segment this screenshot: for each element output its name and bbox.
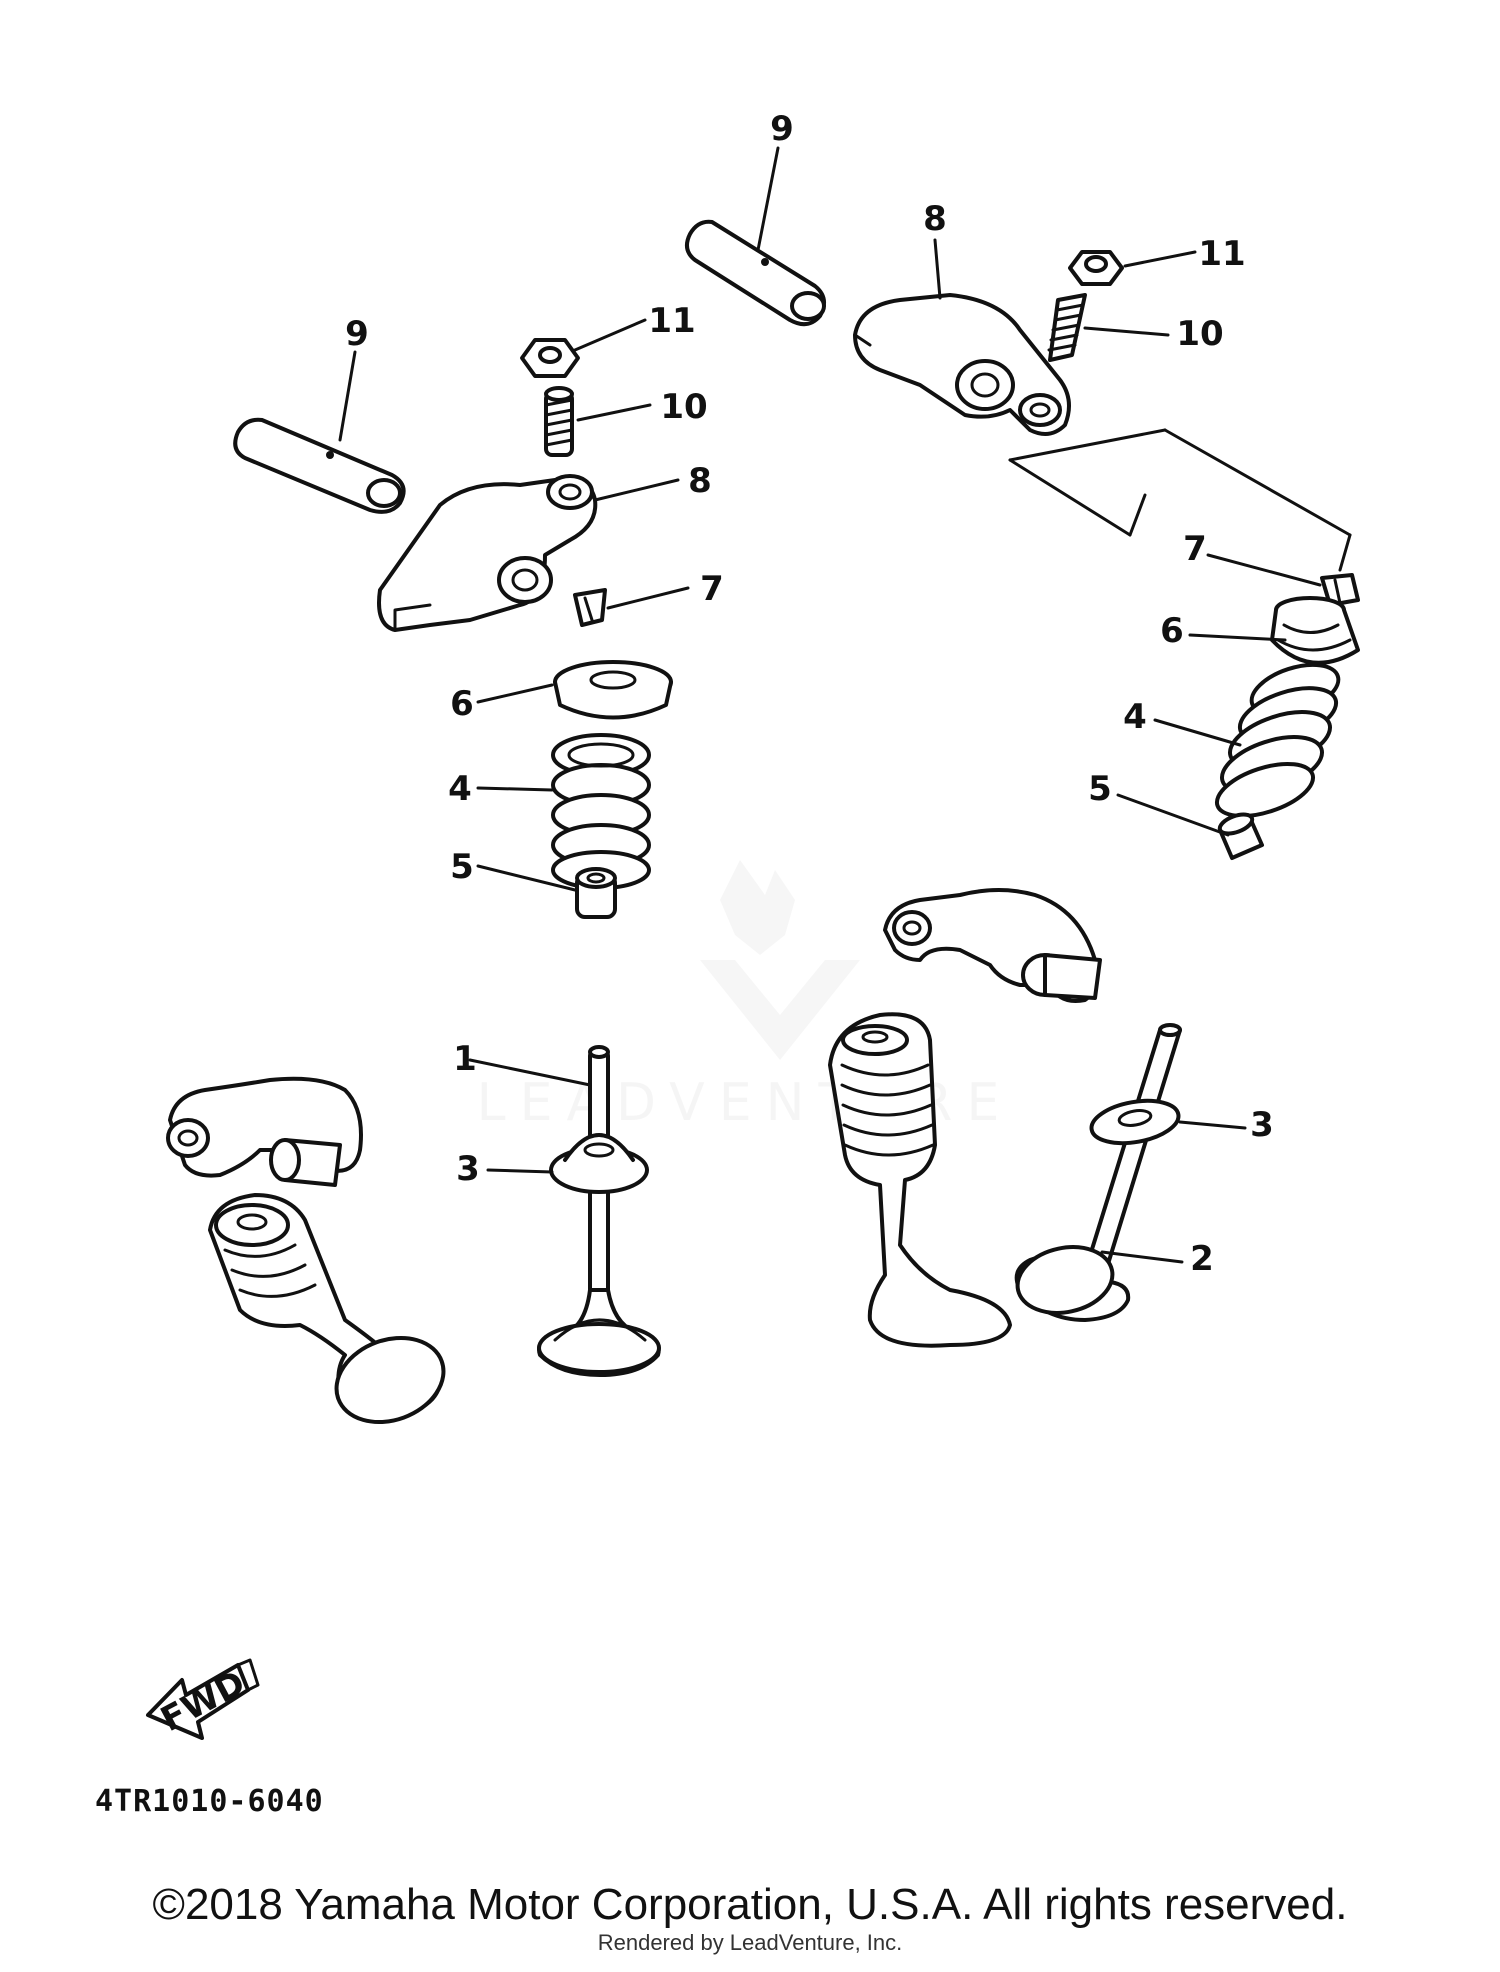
fwd-arrow: FWD <box>146 1658 260 1740</box>
copyright-notice: ©2018 Yamaha Motor Corporation, U.S.A. A… <box>152 1880 1348 1929</box>
callout-6-right: 6 <box>1160 611 1184 651</box>
assembled-rocker-left <box>166 1076 363 1187</box>
valve-stem-seal-left <box>575 867 617 919</box>
callout-2: 2 <box>1190 1239 1214 1279</box>
rendered-by-notice: Rendered by LeadVenture, Inc. <box>597 1930 903 1955</box>
fwd-label: FWD <box>154 1663 251 1740</box>
callout-10-right: 10 <box>1176 314 1223 354</box>
callout-4-right: 4 <box>1123 697 1147 737</box>
callout-8-left: 8 <box>688 461 712 501</box>
callout-10-left: 10 <box>660 387 707 427</box>
rocker-shaft-right <box>684 219 826 327</box>
callout-7-right: 7 <box>1183 529 1207 569</box>
assembled-valve-left <box>208 1193 446 1425</box>
callout-7-left: 7 <box>700 569 724 609</box>
adjusting-screw-left <box>544 386 574 457</box>
adjusting-screw-right <box>1047 293 1087 362</box>
locknut-right <box>1068 250 1124 286</box>
callout-6-left: 6 <box>450 684 474 724</box>
callout-9-left: 9 <box>345 314 369 354</box>
valve-guide-center <box>549 1133 649 1194</box>
valve-stem-seal-right <box>1217 812 1264 860</box>
valve-spring-retainer-right <box>1270 596 1360 665</box>
diagram-part-number: 4TR1010-6040 <box>95 1784 324 1819</box>
rocker-arm-right <box>853 293 1071 436</box>
assembly-bracket-lines <box>1008 428 1352 572</box>
callout-3-right: 3 <box>1250 1105 1274 1145</box>
callout-5-left: 5 <box>450 847 474 887</box>
leader-lines <box>338 146 1322 1264</box>
valve-spring-retainer-left <box>553 660 673 720</box>
callout-4-left: 4 <box>448 769 472 809</box>
locknut-left <box>520 338 580 378</box>
valve-cotter-right <box>1320 573 1360 607</box>
callout-8-right: 8 <box>923 199 947 239</box>
assembled-rocker-right <box>883 888 1102 1003</box>
callout-11-left: 11 <box>648 301 695 341</box>
valve-guide-right <box>1089 1098 1181 1146</box>
callout-3-center: 3 <box>456 1149 480 1189</box>
valve-spring-left <box>551 733 651 890</box>
valve-spring-right <box>1214 662 1341 819</box>
callout-1: 1 <box>453 1039 477 1079</box>
assembled-valve-right <box>828 1012 1012 1348</box>
rocker-shaft-left <box>233 417 406 514</box>
callout-9-right: 9 <box>770 109 794 149</box>
exhaust-valve <box>1014 1023 1182 1322</box>
callout-5-right: 5 <box>1088 769 1112 809</box>
rocker-arm-left <box>377 474 598 632</box>
valve-cotter-left <box>573 588 607 627</box>
callout-11-right: 11 <box>1198 234 1245 274</box>
